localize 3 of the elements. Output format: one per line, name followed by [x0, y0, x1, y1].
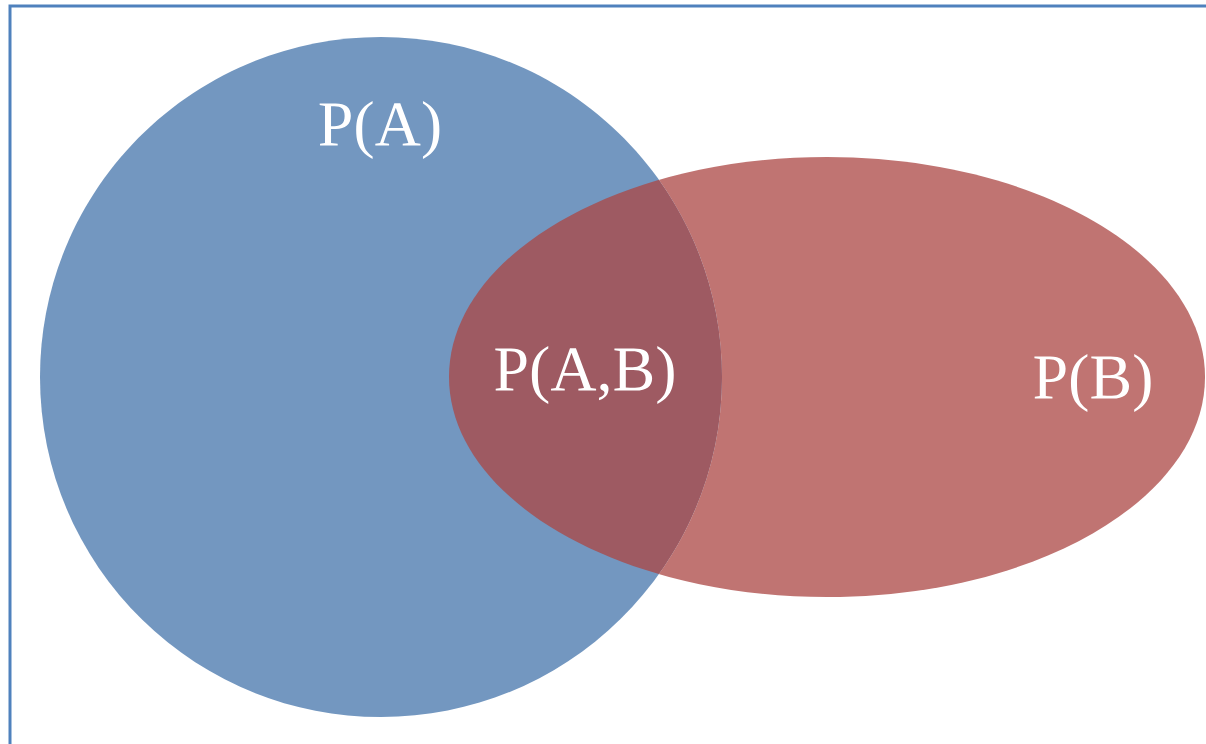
set-label: P(A) — [319, 100, 440, 159]
set-label: P(B) — [1034, 353, 1151, 412]
intersection-label: P(A,B) — [495, 345, 674, 404]
